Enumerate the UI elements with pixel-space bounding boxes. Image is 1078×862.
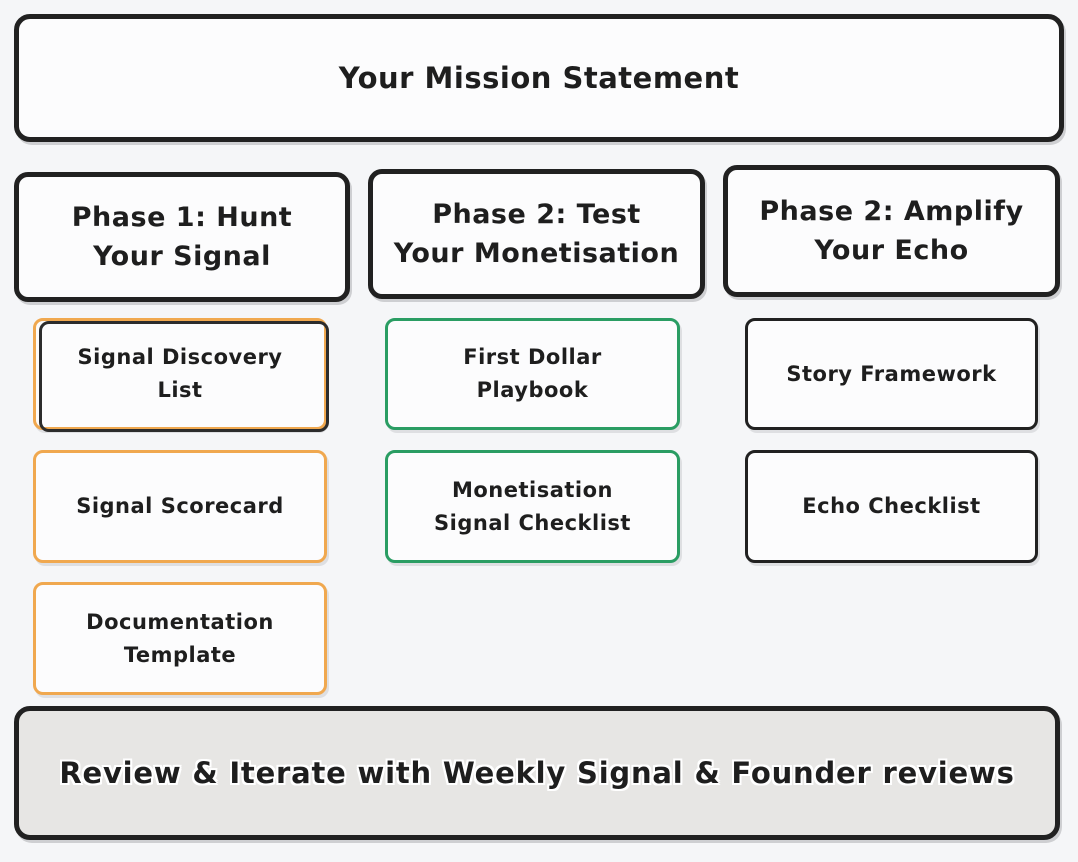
review-iterate-label: Review & Iterate with Weekly Signal & Fo…: [59, 756, 1015, 790]
card-monetisation-signal-checklist[interactable]: Monetisation Signal Checklist: [385, 450, 680, 563]
card-label: Signal Discovery List: [77, 345, 283, 402]
phase-3-label: Phase 2: Amplify Your Echo: [759, 195, 1024, 266]
phase-2-label: Phase 2: Test Your Monetisation: [393, 198, 680, 269]
card-signal-discovery-list[interactable]: Signal Discovery List: [33, 318, 329, 432]
card-signal-scorecard[interactable]: Signal Scorecard: [33, 450, 327, 563]
card-echo-checklist[interactable]: Echo Checklist: [745, 450, 1038, 563]
card-label: Signal Scorecard: [76, 494, 284, 519]
mission-statement-box[interactable]: Your Mission Statement: [14, 14, 1064, 142]
phase-2-box[interactable]: Phase 2: Test Your Monetisation: [368, 169, 705, 299]
phase-3-box[interactable]: Phase 2: Amplify Your Echo: [723, 165, 1060, 297]
phase-1-box[interactable]: Phase 1: Hunt Your Signal: [14, 172, 350, 302]
card-label: First Dollar Playbook: [463, 345, 602, 402]
mission-statement-label: Your Mission Statement: [338, 61, 740, 95]
card-label: Documentation Template: [86, 609, 274, 667]
card-label: Story Framework: [786, 361, 997, 386]
phase-1-label: Phase 1: Hunt Your Signal: [71, 201, 293, 272]
card-label: Echo Checklist: [802, 494, 981, 519]
card-first-dollar-playbook[interactable]: First Dollar Playbook: [385, 318, 680, 430]
card-documentation-template[interactable]: Documentation Template: [33, 582, 327, 695]
review-iterate-box[interactable]: Review & Iterate with Weekly Signal & Fo…: [14, 706, 1060, 840]
card-label: Monetisation Signal Checklist: [434, 477, 631, 535]
card-story-framework[interactable]: Story Framework: [745, 318, 1038, 430]
